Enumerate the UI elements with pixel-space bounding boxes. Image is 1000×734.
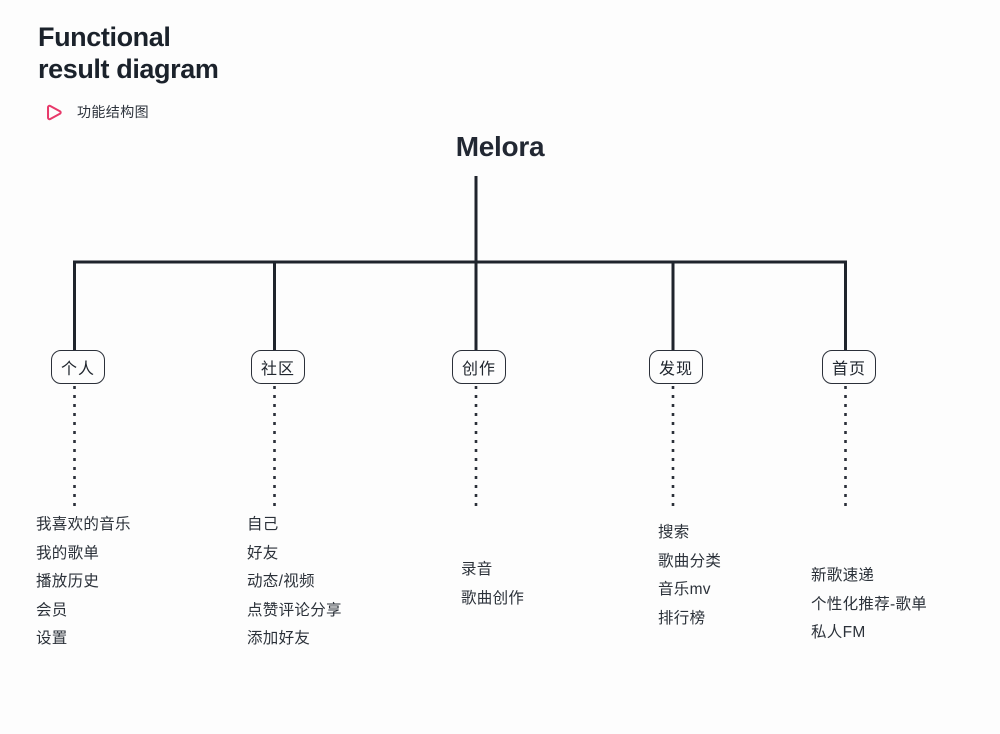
leaf-item[interactable]: 个性化推荐-歌单 bbox=[811, 595, 928, 613]
leaf-item[interactable]: 歌曲分类 bbox=[658, 552, 722, 570]
branch-node-community[interactable]: 社区 bbox=[251, 350, 306, 384]
branch-node-personal[interactable]: 个人 bbox=[51, 350, 106, 384]
leaf-item[interactable]: 排行榜 bbox=[658, 609, 706, 627]
leaf-item[interactable]: 我喜欢的音乐 bbox=[36, 516, 131, 533]
leaf-item[interactable]: 我的歌单 bbox=[36, 544, 100, 562]
leaf-item[interactable]: 音乐mv bbox=[658, 581, 711, 598]
leaf-list-personal: 我喜欢的音乐 我的歌单 播放历史 会员 设置 bbox=[36, 517, 131, 647]
leaf-item[interactable]: 自己 bbox=[247, 516, 279, 533]
leaf-item[interactable]: 点赞评论分享 bbox=[247, 601, 342, 619]
leaf-item[interactable]: 好友 bbox=[247, 544, 279, 562]
leaf-list-create: 录音 歌曲创作 bbox=[461, 562, 524, 606]
branch-node-home[interactable]: 首页 bbox=[822, 350, 877, 384]
leaf-item[interactable]: 动态/视频 bbox=[247, 573, 315, 590]
play-triangle-icon bbox=[47, 104, 62, 120]
branch-node-discover[interactable]: 发现 bbox=[649, 350, 704, 384]
leaf-item[interactable]: 播放历史 bbox=[36, 573, 100, 590]
leaf-item[interactable]: 新歌速递 bbox=[811, 567, 875, 584]
leaf-item[interactable]: 会员 bbox=[36, 601, 68, 619]
leaf-item[interactable]: 歌曲创作 bbox=[461, 589, 525, 607]
page-title: Functional result diagram bbox=[38, 22, 219, 84]
page-header: Functional result diagram 功能结构图 bbox=[38, 22, 458, 123]
subtitle-label: 功能结构图 bbox=[77, 104, 149, 121]
leaf-item[interactable]: 私人FM bbox=[811, 624, 866, 641]
leaf-item[interactable]: 搜索 bbox=[658, 524, 690, 541]
branch-node-create[interactable]: 创作 bbox=[452, 350, 507, 384]
leaf-item[interactable]: 录音 bbox=[461, 561, 493, 578]
leaf-item[interactable]: 添加好友 bbox=[247, 630, 311, 647]
subtitle-row: 功能结构图 bbox=[44, 102, 458, 123]
leaf-list-home: 新歌速递 个性化推荐-歌单 私人FM bbox=[811, 568, 927, 641]
leaf-list-community: 自己 好友 动态/视频 点赞评论分享 添加好友 bbox=[247, 517, 342, 647]
leaf-list-discover: 搜索 歌曲分类 音乐mv 排行榜 bbox=[658, 525, 721, 626]
root-node-label: Melora bbox=[455, 131, 545, 162]
leaf-item[interactable]: 设置 bbox=[36, 630, 68, 647]
